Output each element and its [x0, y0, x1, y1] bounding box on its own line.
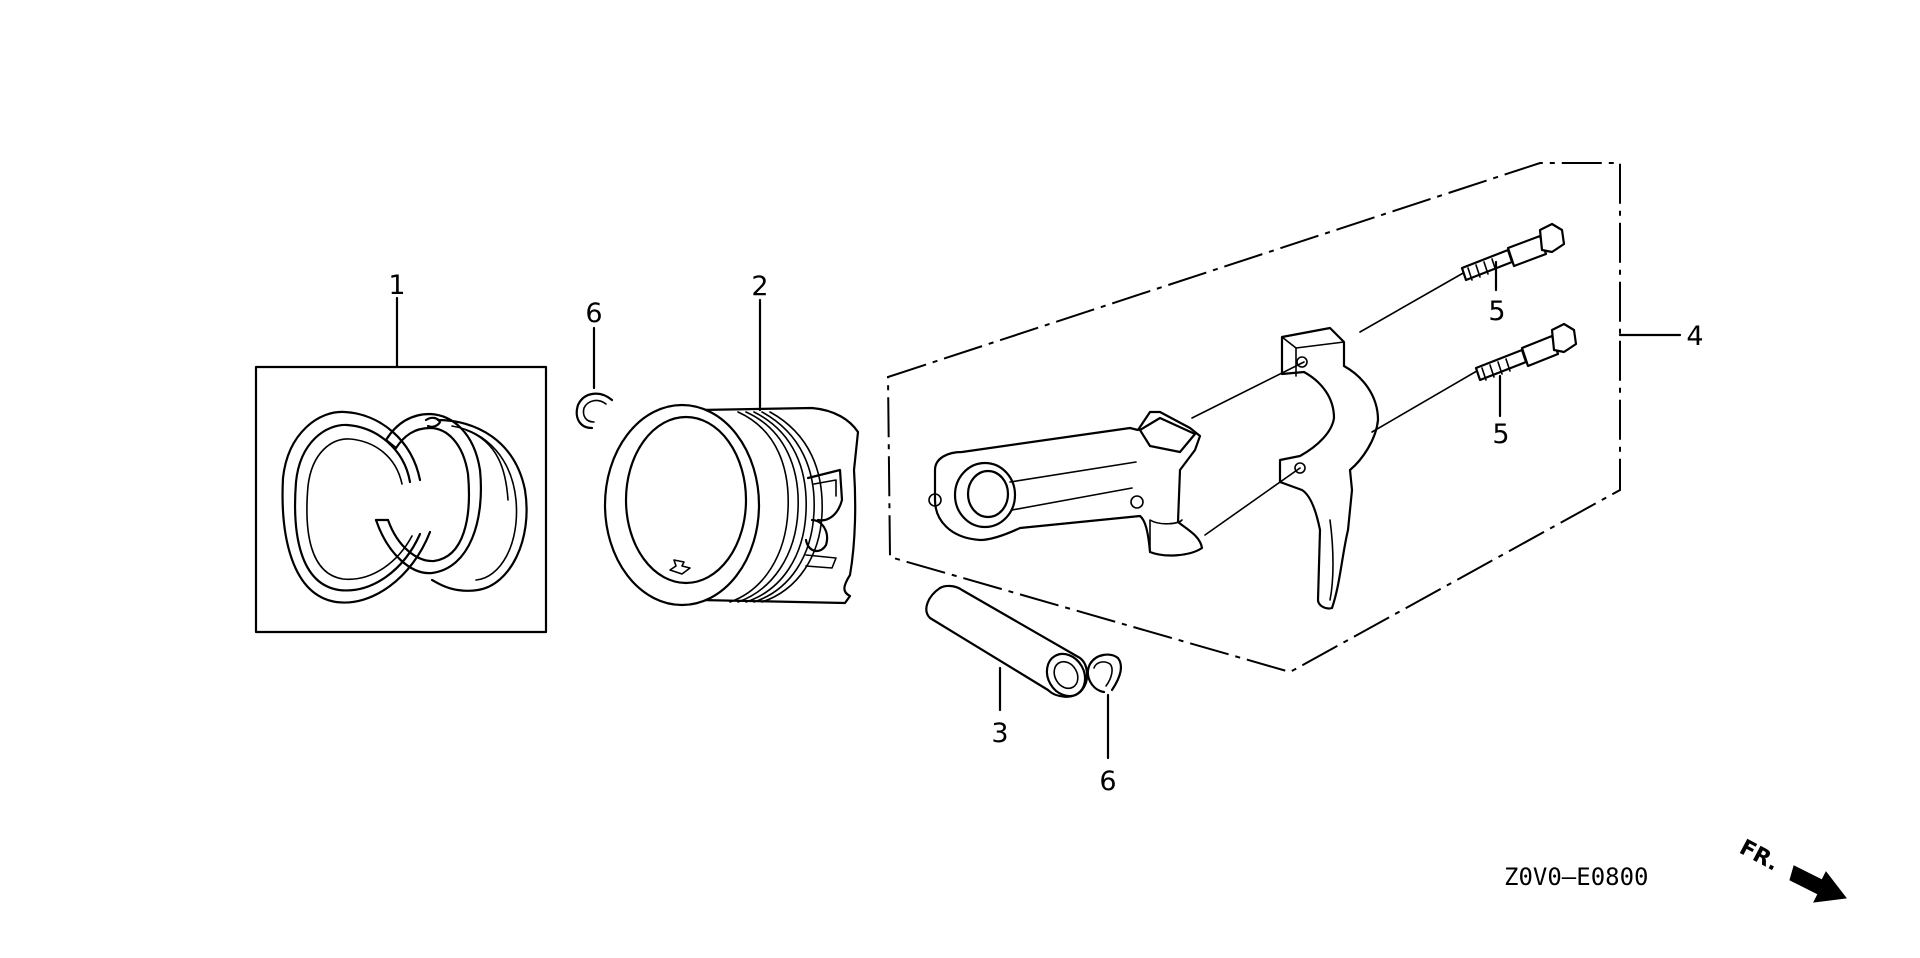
- rod-bolt-lower[interactable]: 5: [1474, 322, 1578, 450]
- ring-set-box: [254, 365, 548, 634]
- callout-pin-clip-right: 6: [1099, 766, 1116, 797]
- piston-ring-set[interactable]: 1: [254, 270, 548, 634]
- pin-clip-left[interactable]: 6: [575, 298, 614, 430]
- callout-rod-bolt-upper: 5: [1488, 296, 1505, 327]
- piston[interactable]: 2: [603, 271, 860, 607]
- callout-pin-clip-left: 6: [585, 298, 602, 329]
- connecting-rod-assembly[interactable]: 4: [886, 162, 1704, 674]
- direction-arrow-icon: [1789, 865, 1847, 903]
- rod-bolt-upper[interactable]: 5: [1460, 222, 1566, 327]
- callout-connecting-rod-assembly: 4: [1686, 321, 1703, 352]
- callout-piston-pin: 3: [991, 718, 1008, 749]
- front-ring: [281, 410, 432, 604]
- callout-rod-bolt-lower: 5: [1492, 419, 1509, 450]
- diagram-code: Z0V0—E0800: [1504, 863, 1649, 891]
- piston-pin[interactable]: 3: [925, 584, 1092, 749]
- connecting-rod: [928, 410, 1204, 557]
- callout-piston-ring-set: 1: [388, 270, 405, 301]
- pin-clip-right[interactable]: 6: [1086, 653, 1122, 797]
- middle-ring: [374, 412, 482, 575]
- rod-assembly-outline: [886, 162, 1621, 674]
- front-direction-indicator: FR.: [1735, 835, 1847, 903]
- direction-label: FR.: [1735, 835, 1783, 876]
- callout-piston: 2: [751, 271, 768, 302]
- rear-ring: [424, 416, 528, 592]
- rod-cap: [1278, 326, 1380, 610]
